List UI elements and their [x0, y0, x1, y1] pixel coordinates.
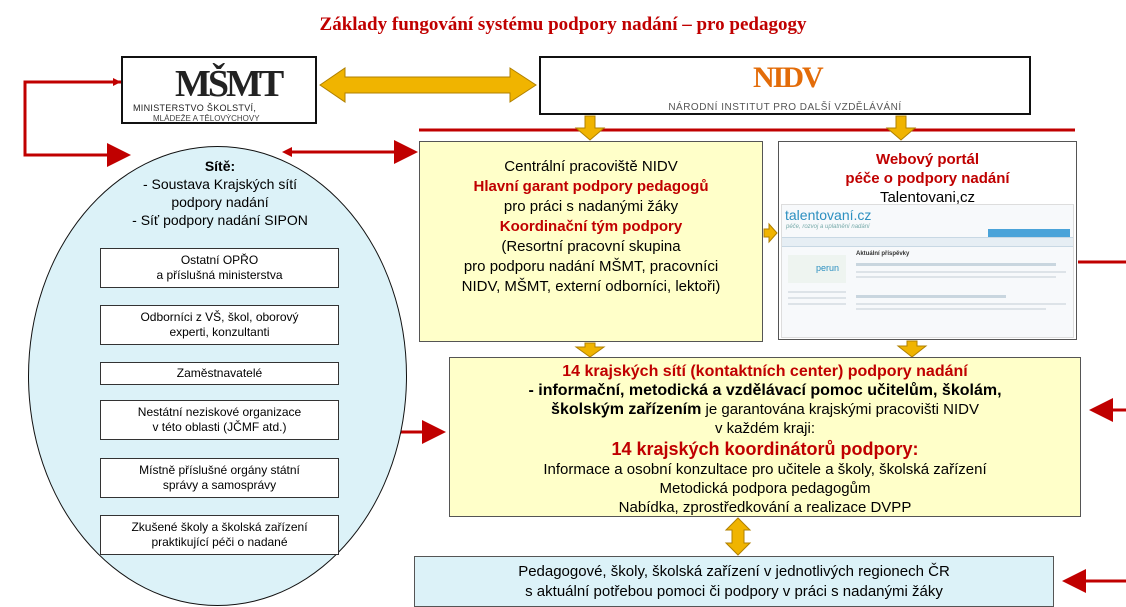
partner-box: Odborníci z VŠ, škol, oborový experti, k…: [100, 305, 339, 345]
central-nidv-box: Centrální pracoviště NIDV Hlavní garant …: [419, 141, 763, 342]
portal-line1: Webový portál: [875, 151, 980, 168]
msmt-name-line2: MLÁDEŽE A TĚLOVÝCHOVY: [153, 114, 260, 122]
regional-line5: 14 krajských koordinátorů podpory:: [611, 439, 919, 459]
portal-text-line: [788, 297, 846, 299]
regional-line3: školským zařízením je garantována krajsk…: [450, 400, 1080, 419]
partner-box: Ostatní OPŘO a příslušná ministerstva: [100, 248, 339, 288]
portal-text-line: [856, 303, 1066, 305]
portal-line3: Talentovani,cz: [879, 189, 976, 206]
portal-text-line: [856, 276, 1056, 278]
portal-site-tagline: péče, rozvoj a uplatnění nadání: [786, 224, 870, 230]
central-line2: Hlavní garant podpory pedagogů: [473, 178, 709, 195]
portal-to-regional-arrow: [896, 340, 928, 358]
bottom-line1: Pedagogové, školy, školská zařízení v je…: [518, 563, 950, 580]
regional-line3b: je garantována krajskými pracovišti NIDV: [701, 401, 979, 418]
partner-box: Místně příslušné orgány státní správy a …: [100, 458, 339, 498]
partner-box: Nestátní neziskové organizace v této obl…: [100, 400, 339, 440]
msmt-logo: MŠMT: [175, 63, 284, 105]
web-portal-box: Webový portál péče o podpory nadání Tale…: [778, 141, 1077, 340]
portal-text-line: [856, 308, 1046, 310]
portal-site-section: Aktuální příspěvky: [856, 251, 910, 257]
regional-line3a: školským zařízením: [551, 401, 702, 418]
networks-item1b: podpory nadání: [171, 194, 269, 210]
regional-networks-box: 14 krajských sítí (kontaktních center) p…: [449, 357, 1081, 517]
networks-title: Sítě:: [204, 158, 236, 174]
nidv-to-portal-down-arrow: [885, 115, 917, 141]
central-to-regional-arrow: [574, 342, 606, 358]
nidv-to-central-down-arrow: [574, 115, 606, 141]
networks-text: Sítě: - Soustava Krajských sítí podpory …: [100, 157, 340, 229]
central-line3: pro práci s nadanými žáky: [503, 198, 679, 215]
msmt-nidv-double-arrow: [319, 67, 537, 103]
arrowhead: [282, 147, 292, 157]
nidv-logo: NIDV: [753, 61, 824, 94]
central-line6: pro podporu nadání MŠMT, pracovníci: [463, 258, 719, 275]
central-line5: (Resortní pracovní skupina: [501, 238, 681, 255]
regional-bottom-double-arrow: [724, 517, 752, 556]
portal-site-illustration: perun: [788, 255, 846, 283]
regional-line7: Metodická podpora pedagogům: [659, 480, 871, 497]
diagram-title: Základy fungování systému podpory nadání…: [319, 14, 807, 35]
partner-box: Zaměstnavatelé: [100, 362, 339, 385]
partner-box: Zkušené školy a školská zařízení praktik…: [100, 515, 339, 555]
regional-line8: Nabídka, zprostředkování a realizace DVP…: [618, 499, 912, 516]
regional-line4: v každém kraji:: [714, 420, 816, 437]
msmt-name-line1: MINISTERSTVO ŠKOLSTVÍ,: [133, 103, 257, 113]
msmt-to-network-connector: [23, 80, 131, 167]
portal-site-nav: [782, 237, 1073, 247]
portal-text-line: [856, 295, 1006, 298]
portal-text-line: [788, 291, 846, 293]
central-to-portal-arrow: [763, 222, 778, 244]
networks-item1: - Soustava Krajských sítí: [142, 176, 298, 192]
central-line7: NIDV, MŠMT, externí odborníci, lektoři): [461, 278, 721, 295]
portal-text-line: [788, 303, 846, 305]
regional-line6: Informace a osobní konzultace pro učitel…: [543, 461, 987, 478]
portal-text-line: [856, 263, 1056, 266]
nidv-box: NIDV NÁRODNÍ INSTITUT PRO DALŠÍ VZDĚLÁVÁ…: [539, 56, 1031, 115]
bottom-line2: s aktuální potřebou pomoci či podpory v …: [525, 583, 943, 600]
portal-site-logo: talentovaní.cz: [785, 207, 872, 223]
portal-site-brand: perun: [816, 263, 840, 273]
central-line1: Centrální pracoviště NIDV: [504, 158, 678, 175]
central-line4: Koordinační tým podpory: [499, 218, 683, 235]
msmt-box: MŠMT MINISTERSTVO ŠKOLSTVÍ, MLÁDEŽE A TĚ…: [121, 56, 317, 124]
nidv-name: NÁRODNÍ INSTITUT PRO DALŠÍ VZDĚLÁVÁNÍ: [668, 102, 902, 113]
portal-screenshot: talentovaní.cz péče, rozvoj a uplatnění …: [781, 204, 1074, 338]
portal-line2: péče o podpory nadání: [845, 170, 1010, 187]
regional-line1: 14 krajských sítí (kontaktních center) p…: [562, 363, 968, 380]
regional-line2: - informační, metodická a vzdělávací pom…: [528, 382, 1002, 399]
arrowhead: [113, 78, 121, 86]
networks-item2: - Síť podpory nadání SIPON: [132, 212, 308, 228]
portal-text-line: [856, 271, 1066, 273]
regional-teachers-box: Pedagogové, školy, školská zařízení v je…: [414, 556, 1054, 607]
